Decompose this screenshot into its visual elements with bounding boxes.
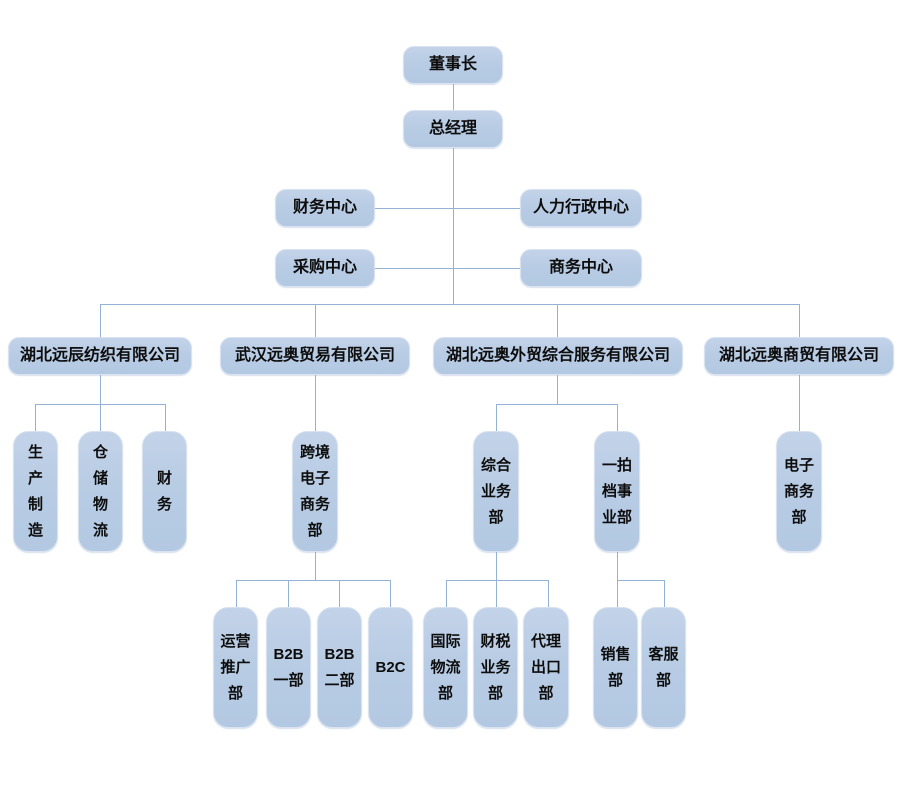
node-yipaidang-division: 一拍 档事 业部 [594, 431, 640, 552]
node-company-commerce: 湖北远奥商贸有限公司 [704, 337, 894, 375]
connector-drop-company2 [315, 304, 316, 337]
connector-drop-production [35, 404, 36, 431]
connector-finance-center [375, 208, 453, 209]
connector-comprehensive-horizontal [446, 580, 548, 581]
node-intl-logistics-dept: 国际 物流 部 [423, 607, 468, 728]
connector-drop-b2b2 [339, 580, 340, 607]
connector-company2-crossborder [315, 375, 316, 431]
connector-drop-b2c [390, 580, 391, 607]
connector-procurement-center [375, 268, 453, 269]
node-business-center: 商务中心 [520, 249, 642, 287]
node-cross-border-ecommerce-dept: 跨境 电子 商务 部 [292, 431, 338, 552]
connector-drop-sales [617, 580, 618, 607]
node-hr-admin-center: 人力行政中心 [520, 189, 642, 227]
node-comprehensive-business-dept: 综合 业务 部 [473, 431, 519, 552]
node-company-trading: 武汉远奥贸易有限公司 [220, 337, 410, 375]
connector-crossborder-horizontal [236, 580, 391, 581]
node-b2b-dept-2: B2B 二部 [317, 607, 362, 728]
node-b2c: B2C [368, 607, 413, 728]
connector-gm-trunk [453, 148, 454, 304]
connector-drop-warehousing [100, 404, 101, 431]
connector-company4-ecommerce [799, 375, 800, 431]
connector-drop-customer-service [664, 580, 665, 607]
connector-business-center [453, 268, 520, 269]
connector-hr-admin-center [453, 208, 520, 209]
node-agency-export-dept: 代理 出口 部 [523, 607, 569, 728]
connector-drop-company4 [799, 304, 800, 337]
connector-drop-finance-dept [165, 404, 166, 431]
node-finance-dept: 财 务 [142, 431, 187, 552]
connector-yipaidang-trunk [617, 552, 618, 580]
node-company-foreign-trade-service: 湖北远奥外贸综合服务有限公司 [433, 337, 683, 375]
connector-drop-ops [236, 580, 237, 607]
connector-drop-logistics [446, 580, 447, 607]
node-customer-service-dept: 客服 部 [641, 607, 686, 728]
connector-yipaidang-horizontal [617, 580, 664, 581]
node-company-textile: 湖北远辰纺织有限公司 [8, 337, 192, 375]
connector-subsidiaries-horizontal [100, 304, 799, 305]
connector-crossborder-trunk [315, 552, 316, 580]
node-ecommerce-dept: 电子 商务 部 [776, 431, 822, 552]
node-operations-promotion-dept: 运营 推广 部 [213, 607, 258, 728]
connector-drop-agency [548, 580, 549, 607]
node-b2b-dept-1: B2B 一部 [266, 607, 311, 728]
connector-drop-b2b1 [288, 580, 289, 607]
connector-company3-trunk [557, 375, 558, 404]
connector-drop-comprehensive [496, 404, 497, 431]
connector-drop-company1 [100, 304, 101, 337]
node-sales-dept: 销售 部 [593, 607, 638, 728]
connector-chairman-gm [453, 84, 454, 110]
node-procurement-center: 采购中心 [275, 249, 375, 287]
connector-company3-horizontal [496, 404, 617, 405]
connector-drop-yipaidang [617, 404, 618, 431]
connector-company1-trunk [100, 375, 101, 404]
connector-drop-company3 [557, 304, 558, 337]
node-chairman: 董事长 [403, 46, 503, 84]
connector-drop-fintax [496, 580, 497, 607]
node-finance-tax-dept: 财税 业务 部 [473, 607, 518, 728]
connector-comprehensive-trunk [496, 552, 497, 580]
node-general-manager: 总经理 [403, 110, 503, 148]
node-production-manufacturing: 生 产 制 造 [13, 431, 58, 552]
node-finance-center: 财务中心 [275, 189, 375, 227]
node-warehousing-logistics: 仓 储 物 流 [78, 431, 123, 552]
